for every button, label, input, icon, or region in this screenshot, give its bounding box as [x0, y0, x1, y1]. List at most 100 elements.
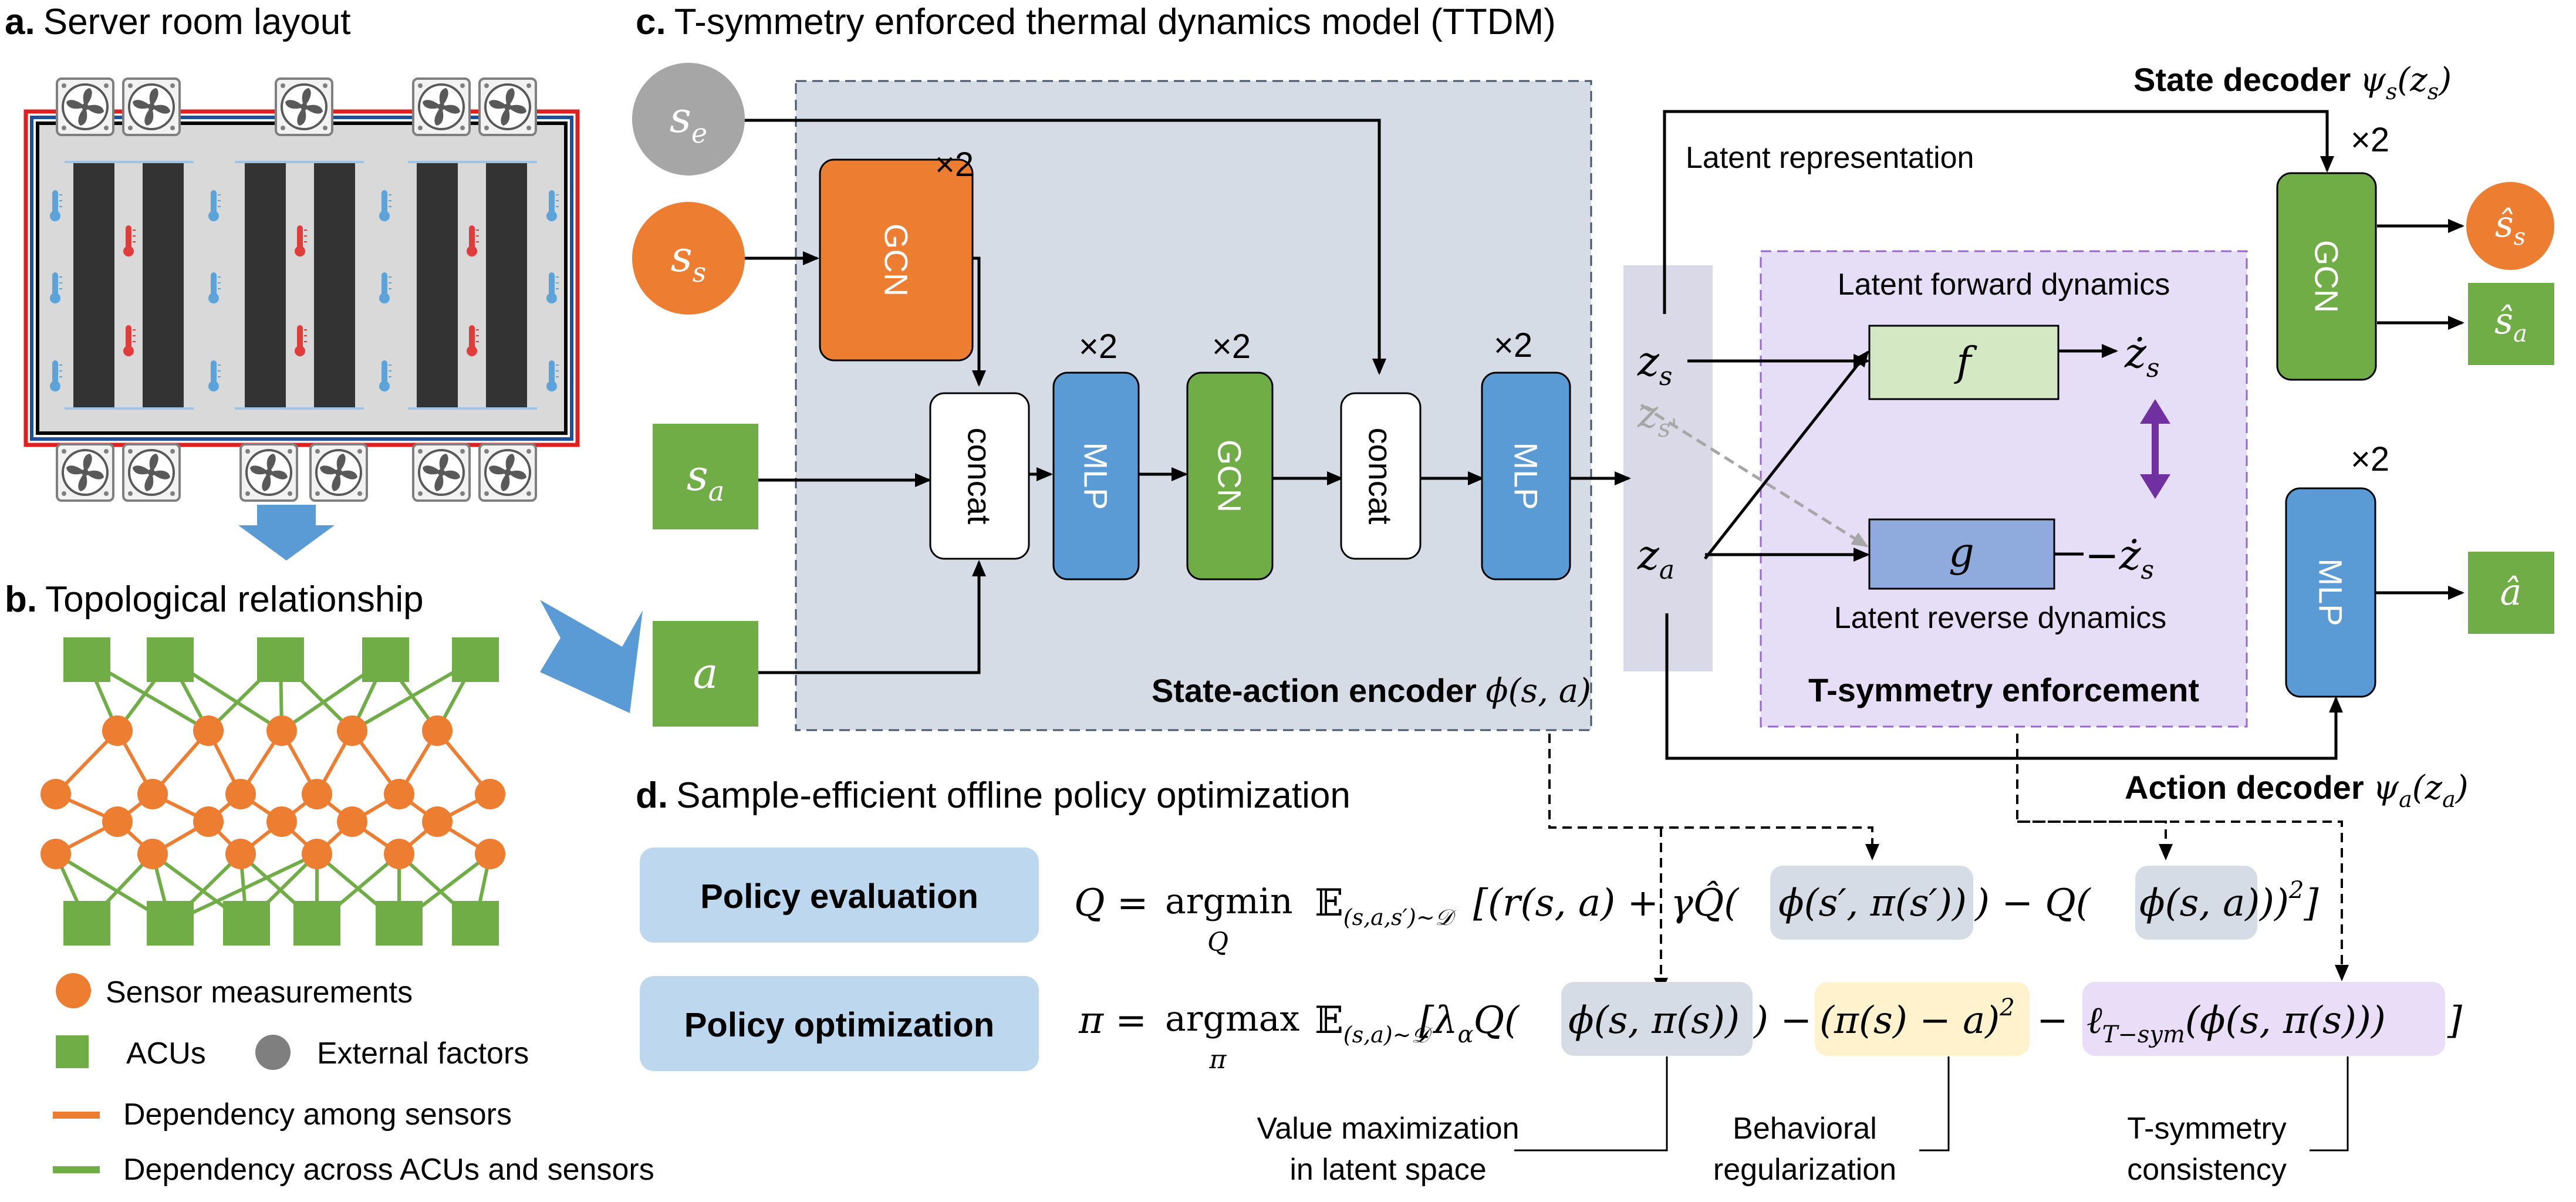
sensor-node	[337, 715, 367, 746]
server-rack	[486, 162, 527, 408]
eq1-part5: ]	[2303, 882, 2319, 925]
zs-sub: s	[1659, 362, 1673, 391]
sensor-node	[475, 839, 505, 869]
eq2-ell: ℓ	[2087, 999, 2102, 1042]
concat-block-2	[1340, 392, 1422, 560]
panel-b-letter: b.	[5, 579, 37, 620]
output-a-text: â	[2500, 570, 2522, 613]
sensor-node	[137, 839, 168, 869]
sensor-node	[384, 839, 414, 869]
input-ss-node	[632, 202, 745, 315]
eq2-highlight-1: ϕ(s, π(s))	[1568, 999, 1740, 1042]
policy-evaluation-box	[640, 848, 1039, 943]
panel-a-letter: a.	[5, 2, 35, 42]
times2-label: ×2	[1079, 327, 1117, 366]
graph-nodes	[40, 637, 505, 946]
acu-node	[63, 637, 110, 682]
policy-optimization-label: Policy optimization	[684, 1006, 995, 1044]
action-decoder-label: Action decoder	[2125, 769, 2373, 806]
eq2-ell-sub: T−sym	[2102, 1021, 2185, 1048]
note-tsym-line2: consistency	[2127, 1153, 2287, 1187]
g-box	[1868, 518, 2055, 590]
eq1-square: 2	[2288, 877, 2304, 904]
action-decoder-arg-sub: a	[2442, 786, 2456, 812]
action-decoder-sub: a	[2399, 786, 2412, 812]
eq2-part1: [λ	[1419, 999, 1458, 1042]
f-box	[1868, 325, 2060, 400]
mlp-block-2-label: MLP	[1508, 442, 1545, 509]
gcn-block-2	[1186, 372, 1274, 580]
state-decoder-arg: (z	[2397, 61, 2428, 99]
latent-representation-label: Latent representation	[1686, 141, 1974, 175]
legend-sensor-icon	[56, 973, 91, 1008]
state-decoder-symbol: ψ	[2360, 61, 2386, 99]
right-arrow-icon	[540, 600, 643, 713]
svg-text:(π(s) − a)2: (π(s) − a)2	[1819, 994, 2015, 1042]
sensor-node	[384, 779, 414, 809]
acu-node	[452, 901, 499, 946]
note-behavior-line2: regularization	[1713, 1153, 1896, 1187]
input-ss-text: s	[671, 232, 693, 281]
equation-evaluation: Q = argmin Q 𝔼(s,a,s′)∼𝒟 [(r(s, a) + γQ̂…	[1074, 877, 2319, 957]
note-behavior-line1: Behavioral	[1733, 1112, 1877, 1146]
eq2-lhs: π =	[1078, 999, 1147, 1042]
input-se-node	[632, 63, 745, 175]
dashed-connectors	[1548, 734, 2349, 994]
gcn-block-2-label: GCN	[1211, 440, 1248, 512]
eq1-expectation: 𝔼	[1315, 882, 1343, 925]
legend-acu-icon	[56, 1035, 89, 1068]
acu-node	[452, 637, 499, 682]
down-arrow-icon	[238, 505, 335, 561]
input-a-text: a	[693, 649, 718, 698]
times2-label: ×2	[2351, 440, 2389, 478]
svg-text:−żs: −żs	[2085, 531, 2154, 585]
svg-text:[λαQ(: [λαQ(	[1419, 999, 1520, 1048]
equation-optimization: π = argmax π 𝔼(s,a)∼𝒟 [λαQ( ϕ(s, π(s)) )…	[1078, 994, 2463, 1075]
eq1-qhat: Q̂	[1693, 881, 1724, 925]
eq1-operator-sub: Q	[1207, 927, 1228, 957]
note-value-line2: in latent space	[1289, 1153, 1486, 1187]
acu-node	[362, 637, 409, 682]
sensor-node	[337, 806, 367, 837]
sensor-node	[102, 715, 133, 746]
latent-forward-label: Latent forward dynamics	[1838, 268, 2170, 302]
sensor-node	[40, 779, 71, 809]
panel-b-legend: Sensor measurements ACUs External factor…	[53, 973, 654, 1187]
panel-d: d.Sample-efficient offline policy optimi…	[636, 734, 2463, 1187]
eq1-operator: argmin	[1165, 881, 1293, 922]
sensor-node	[302, 779, 332, 809]
legend-acu-edge-label: Dependency across ACUs and sensors	[123, 1153, 654, 1187]
t-symmetry-region	[1760, 250, 2248, 728]
eq1-part4: ))	[2258, 882, 2289, 925]
eq1-part1: [(r(s, a) + γ	[1473, 882, 1693, 925]
acu-node	[257, 637, 304, 682]
panel-a: a.Server room layout	[5, 2, 580, 561]
state-decoder-arg-sub: s	[2428, 79, 2439, 104]
eq1-part3: ) − Q(	[1974, 882, 2092, 925]
latent-column	[1623, 265, 1713, 671]
panel-c-letter: c.	[636, 2, 666, 42]
zdot-text: ż	[2124, 329, 2147, 377]
server-racks	[65, 161, 537, 410]
action-decoder-close: )	[2455, 769, 2469, 807]
sensor-node	[475, 779, 505, 809]
action-decoder-arg: (z	[2412, 769, 2443, 807]
svg-text:State decoder ψs(zs): State decoder ψs(zs)	[2133, 61, 2452, 104]
sensor-node	[102, 806, 133, 837]
legend-external-icon	[255, 1035, 291, 1070]
concat-block-1-label: concat	[961, 428, 998, 525]
output-ss-text: ŝ	[2495, 202, 2514, 245]
graph-edges	[54, 658, 492, 925]
eq2-part2: Q(	[1474, 999, 1520, 1042]
gcn-decoder-label: GCN	[2308, 240, 2345, 313]
gcn-block-1-label: GCN	[878, 224, 915, 296]
times2-label: ×2	[2351, 121, 2389, 159]
output-ss-node	[2466, 182, 2554, 270]
encoder-label: State-action encoder	[1152, 672, 1485, 709]
neg-zdot-text: −ż	[2085, 531, 2142, 579]
acu-node	[293, 901, 340, 946]
sensor-node	[40, 839, 71, 869]
input-se-text: s	[670, 93, 691, 142]
mlp-block-1-label: MLP	[1078, 442, 1115, 509]
input-a-node	[653, 621, 758, 727]
